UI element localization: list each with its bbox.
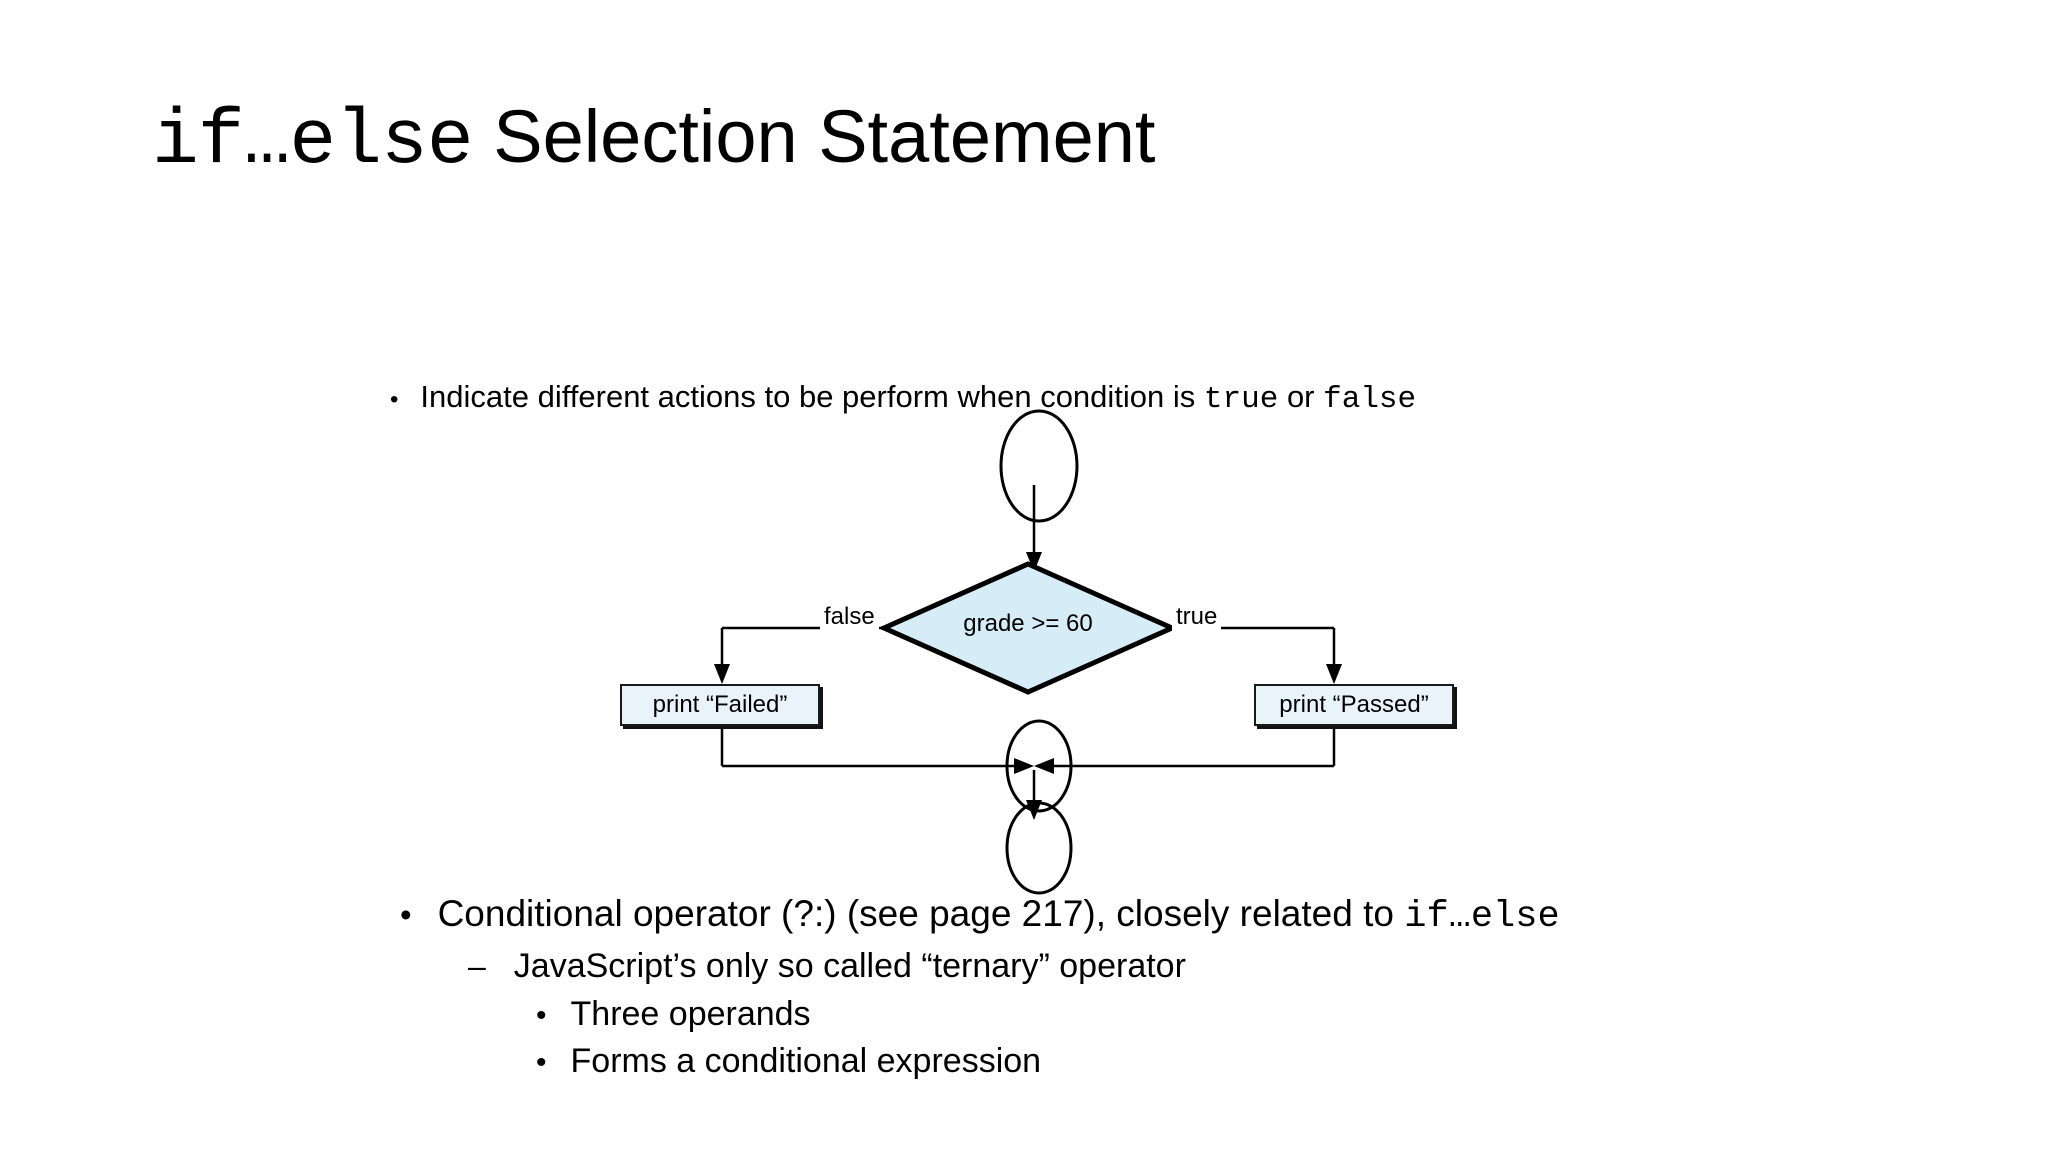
list-item-text: Conditional operator (?:) (see page 217)… (438, 888, 1560, 943)
flowchart-process-print-failed: print “Failed” (620, 684, 820, 726)
top-bullet-item: • Indicate different actions to be perfo… (390, 378, 1416, 420)
flowchart-decision-label: grade >= 60 (963, 610, 1093, 637)
page-title: if…else Selection Statement (152, 95, 1156, 182)
bullet-marker-icon: • (400, 896, 412, 933)
list-item-text-lead: Conditional operator (?:) (see page 217)… (437, 893, 1405, 934)
dash-marker-icon: – (468, 948, 486, 985)
flowchart-end-connector-icon (1005, 801, 1073, 895)
flowchart-start-connector-icon (999, 409, 1079, 523)
list-item-text: Forms a conditional expression (570, 1042, 1042, 1081)
list-item-ternary-operator: – JavaScript’s only so called “ternary” … (468, 943, 1900, 991)
flowchart-merge-connector-icon (1005, 719, 1073, 813)
flowchart-process-print-passed: print “Passed” (1254, 684, 1454, 726)
flowchart-edge-label-true: true (1172, 603, 1222, 631)
flowchart-arrowhead-decision (1026, 552, 1042, 572)
code-if-else: if…else (1404, 896, 1560, 938)
list-item-text: Three operands (570, 994, 811, 1033)
flowchart-arrowhead-false (714, 664, 730, 684)
code-true: true (1203, 382, 1279, 417)
top-bullet-text-mid: or (1278, 379, 1324, 414)
list-item-three-operands: • Three operands (536, 991, 1900, 1039)
page-title-text-part: Selection Statement (472, 95, 1156, 178)
flowchart-arrowhead-true (1326, 664, 1342, 684)
flowchart-arrowhead-merge-left (1014, 758, 1034, 774)
list-item-conditional-operator: • Conditional operator (?:) (see page 21… (400, 888, 1900, 943)
list-item-conditional-expression: • Forms a conditional expression (536, 1038, 1900, 1086)
bullet-marker-icon: • (536, 998, 547, 1032)
code-false: false (1323, 382, 1417, 417)
flowchart-edge-label-false: false (820, 603, 879, 631)
flowchart-arrowhead-end (1026, 800, 1042, 820)
page-title-code-part: if…else (152, 98, 474, 186)
top-bullet-text-lead: Indicate different actions to be perform… (420, 379, 1204, 414)
top-bullet-text: Indicate different actions to be perform… (420, 378, 1416, 420)
list-item-text: JavaScript’s only so called “ternary” op… (513, 947, 1186, 986)
bullet-marker-icon: • (536, 1046, 547, 1080)
flowchart-arrowhead-merge-right (1034, 758, 1054, 774)
bottom-bullet-list: • Conditional operator (?:) (see page 21… (400, 888, 1900, 1086)
bullet-marker-icon: • (390, 386, 399, 413)
